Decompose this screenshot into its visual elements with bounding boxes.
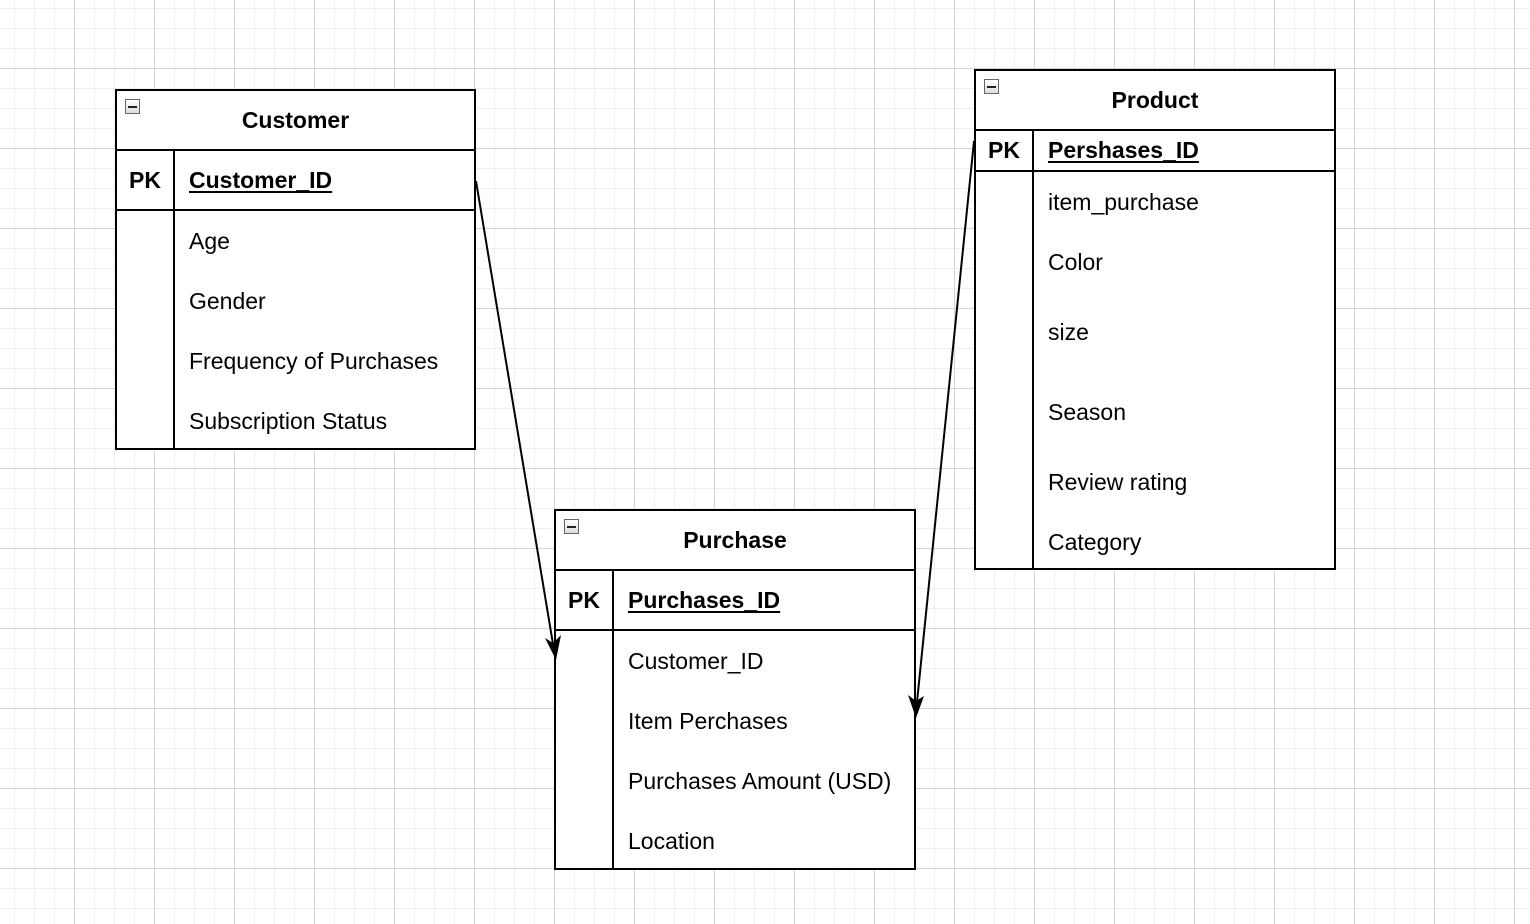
customer-key-column (117, 211, 175, 450)
purchase-title: Purchase (683, 526, 787, 553)
customer-header: Customer (117, 91, 474, 151)
product-pk-row: PK Pershases_ID (976, 131, 1334, 172)
purchase-fields: Customer_ID Item Perchases Purchases Amo… (556, 631, 914, 870)
purchase-field-list: Customer_ID Item Perchases Purchases Amo… (614, 631, 914, 870)
product-key-column (976, 172, 1034, 570)
product-field-category: Category (1048, 529, 1142, 555)
relationship-customer-purchase[interactable] (475, 180, 561, 660)
purchase-field-location: Location (628, 828, 715, 854)
product-field-color: Color (1048, 249, 1103, 275)
customer-title: Customer (241, 106, 350, 133)
connector-line (475, 180, 554, 645)
purchase-header: Purchase (556, 511, 914, 571)
connector-line (916, 140, 975, 703)
customer-field-subscription: Subscription Status (189, 408, 388, 434)
customer-pk-field: Customer_ID (189, 166, 333, 193)
purchase-field-customer-id: Customer_ID (628, 648, 764, 674)
purchase-pk-field: Purchases_ID (628, 586, 781, 613)
product-pk-field: Pershases_ID (1048, 137, 1199, 163)
product-field-list: item_purchase Color size Season Review r… (1034, 172, 1334, 570)
customer-pk-row: PK Customer_ID (117, 151, 474, 211)
collapse-icon[interactable] (564, 519, 579, 534)
collapse-icon[interactable] (984, 79, 999, 94)
customer-field-age: Age (189, 228, 230, 254)
purchase-field-amount: Purchases Amount (USD) (628, 768, 892, 794)
customer-entity[interactable]: Customer PK Customer_ID Age Gender Frequ… (115, 89, 476, 450)
customer-field-frequency: Frequency of Purchases (189, 348, 439, 374)
relationship-product-purchase[interactable] (908, 140, 975, 718)
customer-pk-label: PK (117, 151, 175, 209)
product-title: Product (1111, 86, 1199, 113)
product-fields: item_purchase Color size Season Review r… (976, 172, 1334, 570)
customer-field-list: Age Gender Frequency of Purchases Subscr… (175, 211, 474, 450)
purchase-entity[interactable]: Purchase PK Purchases_ID Customer_ID Ite… (554, 509, 916, 870)
purchase-pk-label: PK (556, 571, 614, 629)
customer-fields: Age Gender Frequency of Purchases Subscr… (117, 211, 474, 450)
product-field-size: size (1048, 319, 1089, 345)
purchase-field-item: Item Perchases (628, 708, 788, 734)
customer-field-gender: Gender (189, 288, 266, 314)
collapse-icon[interactable] (125, 99, 140, 114)
product-pk-label: PK (976, 131, 1034, 170)
product-entity[interactable]: Product PK Pershases_ID item_purchase Co… (974, 69, 1336, 570)
product-header: Product (976, 71, 1334, 131)
purchase-key-column (556, 631, 614, 870)
product-field-review-rating: Review rating (1048, 469, 1188, 495)
product-field-item-purchase: item_purchase (1048, 189, 1199, 215)
purchase-pk-row: PK Purchases_ID (556, 571, 914, 631)
product-field-season: Season (1048, 399, 1127, 425)
